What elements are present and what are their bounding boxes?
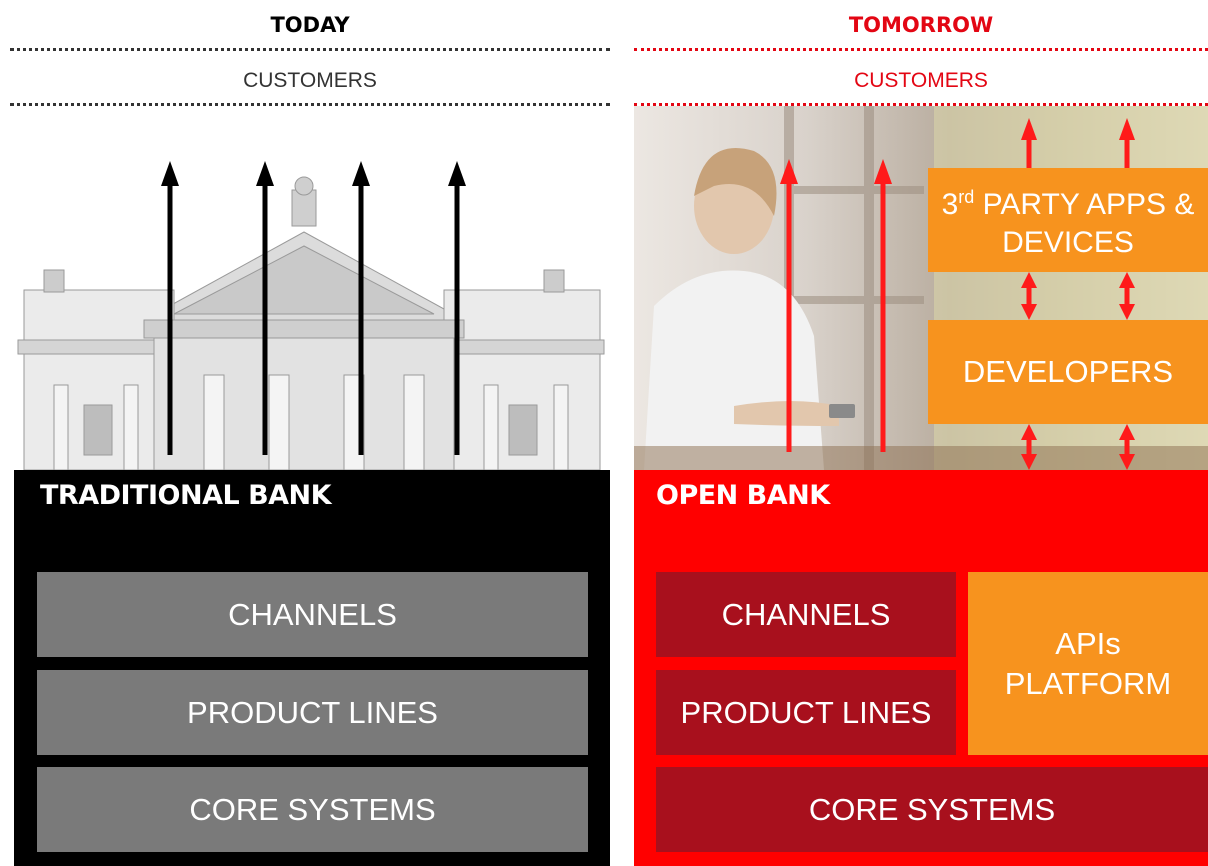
arrowhead xyxy=(1021,424,1037,440)
third-party-apps-box: 3rd PARTY APPS & DEVICES xyxy=(928,168,1208,272)
today-top-divider xyxy=(10,48,610,51)
platform-label: PLATFORM xyxy=(1004,665,1172,701)
arrowhead xyxy=(1119,272,1135,288)
arrowhead xyxy=(1021,454,1037,470)
today-product-lines-layer: PRODUCT LINES xyxy=(37,670,588,755)
tomorrow-arrows xyxy=(780,118,1135,470)
today-customers-label: CUSTOMERS xyxy=(243,69,377,92)
arrowhead xyxy=(874,159,892,184)
arrowhead xyxy=(1021,118,1037,140)
tomorrow-heading: TOMORROW xyxy=(848,13,994,37)
third-party-line2: DEVICES xyxy=(1002,226,1134,259)
apis-label: APIs xyxy=(1055,625,1121,661)
arrowhead xyxy=(1119,424,1135,440)
arrowhead xyxy=(1021,304,1037,320)
open-bank-title: OPEN BANK xyxy=(656,480,830,511)
third-party-rest: PARTY APPS & xyxy=(974,188,1195,221)
traditional-bank-title: TRADITIONAL BANK xyxy=(40,480,332,511)
open-bank-panel: OPEN BANK CHANNELS PRODUCT LINES APIs PL… xyxy=(634,470,1208,866)
third-party-line1: 3rd PARTY APPS & xyxy=(942,178,1195,224)
tomorrow-channels-layer: CHANNELS xyxy=(656,572,956,657)
third-party-superscript: rd xyxy=(958,187,975,207)
third-party-number: 3 xyxy=(941,188,959,221)
tomorrow-product-lines-layer: PRODUCT LINES xyxy=(656,670,956,755)
today-heading: TODAY xyxy=(270,13,350,37)
today-channels-layer: CHANNELS xyxy=(37,572,588,657)
traditional-bank-panel: TRADITIONAL BANK CHANNELS PRODUCT LINES … xyxy=(14,470,610,866)
arrowhead xyxy=(1119,454,1135,470)
today-bottom-divider xyxy=(10,103,610,106)
tomorrow-bottom-divider xyxy=(634,103,1208,106)
developers-box: DEVELOPERS xyxy=(928,320,1208,424)
apis-platform-box: APIs PLATFORM xyxy=(968,572,1208,755)
arrowhead xyxy=(352,161,370,186)
arrowhead xyxy=(161,161,179,186)
arrowhead xyxy=(1119,304,1135,320)
arrowhead xyxy=(1119,118,1135,140)
arrowhead xyxy=(448,161,466,186)
today-core-systems-layer: CORE SYSTEMS xyxy=(37,767,588,852)
tomorrow-customers-label: CUSTOMERS xyxy=(854,69,988,92)
bank-building-image xyxy=(17,176,605,471)
arrowhead xyxy=(1021,272,1037,288)
today-arrows xyxy=(161,161,466,455)
tomorrow-core-systems-layer: CORE SYSTEMS xyxy=(656,767,1208,852)
arrowhead xyxy=(780,159,798,184)
arrowhead xyxy=(256,161,274,186)
tomorrow-top-divider xyxy=(634,48,1208,51)
